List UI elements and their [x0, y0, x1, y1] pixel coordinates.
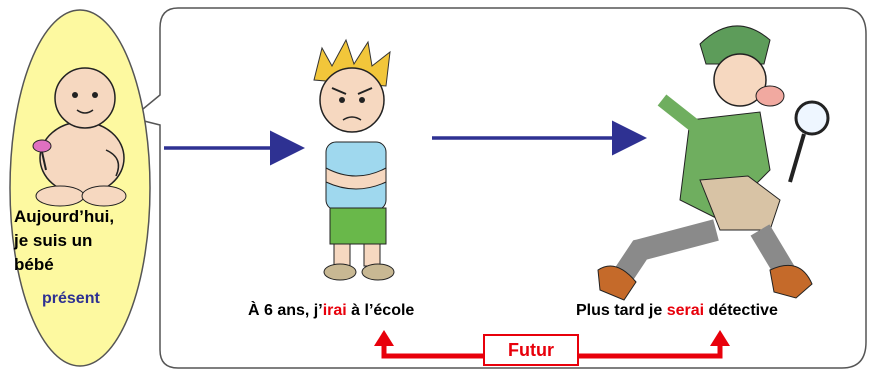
child-caption: À 6 ans, j’irai à l’école [248, 302, 414, 320]
speech-bubble-frame [130, 7, 867, 369]
child-caption-start: À 6 ans, j’ [248, 302, 323, 319]
futur-label-box: Futur [483, 334, 579, 366]
detective-caption-end: détective [704, 302, 778, 319]
detective-caption-start: Plus tard je [576, 302, 667, 319]
child-figure [313, 38, 395, 281]
child-verb: irai [322, 302, 347, 319]
child-caption-end: à l’école [346, 302, 415, 319]
baby-caption-line-1: Aujourd’hui, [14, 207, 115, 226]
futur-arrowhead-right [710, 330, 730, 346]
futur-arrowhead-left [374, 330, 394, 346]
futur-label: Futur [508, 339, 554, 360]
baby-caption-line-2: je suis un [14, 231, 93, 250]
detective-figure [597, 25, 830, 301]
detective-verb: serai [666, 302, 705, 319]
present-label: présent [42, 290, 100, 307]
detective-caption: Plus tard je serai détective [576, 302, 778, 320]
baby-caption-line-3: bébé [14, 255, 54, 274]
baby-figure [32, 67, 127, 207]
